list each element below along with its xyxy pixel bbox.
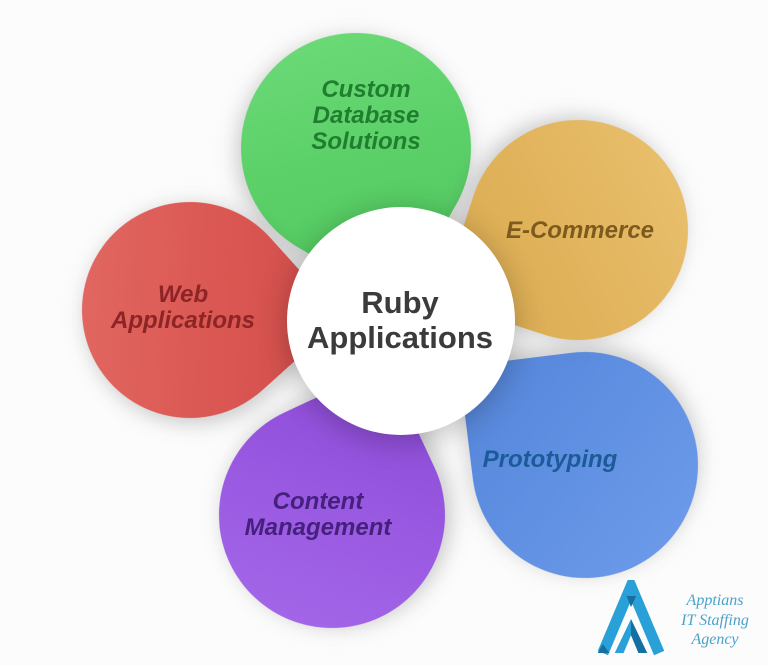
label-line: Web (157, 281, 209, 308)
logo-text-line: Agency (691, 631, 739, 648)
petal-label-e-commerce: E-Commerce (506, 218, 654, 244)
apptians-logo-icon (597, 580, 665, 656)
label-line: Management (244, 514, 392, 541)
label-line: Custom (321, 76, 411, 103)
logo-text: Apptians IT Staffing Agency (662, 591, 768, 650)
label-line: Solutions (311, 128, 421, 155)
center-label: Ruby Applications (307, 285, 493, 355)
petal-label-prototyping: Prototyping (483, 447, 618, 473)
label-line: Database (312, 102, 420, 129)
label-line: E-Commerce (505, 217, 655, 244)
label-line: Applications (306, 320, 494, 355)
center-circle (287, 207, 515, 435)
petal-label-web-applications: Web Applications (111, 282, 255, 334)
label-line: Prototyping (482, 446, 618, 473)
petal-label-content-management: Content Management (245, 489, 392, 541)
label-line: Applications (110, 307, 256, 334)
label-line: Ruby (361, 285, 439, 320)
label-line: Content (272, 488, 364, 515)
logo-text-line: Apptians (686, 592, 744, 609)
petal-label-custom-database-solutions: Custom Database Solutions (311, 77, 420, 155)
logo-text-line: IT Staffing (681, 611, 749, 629)
